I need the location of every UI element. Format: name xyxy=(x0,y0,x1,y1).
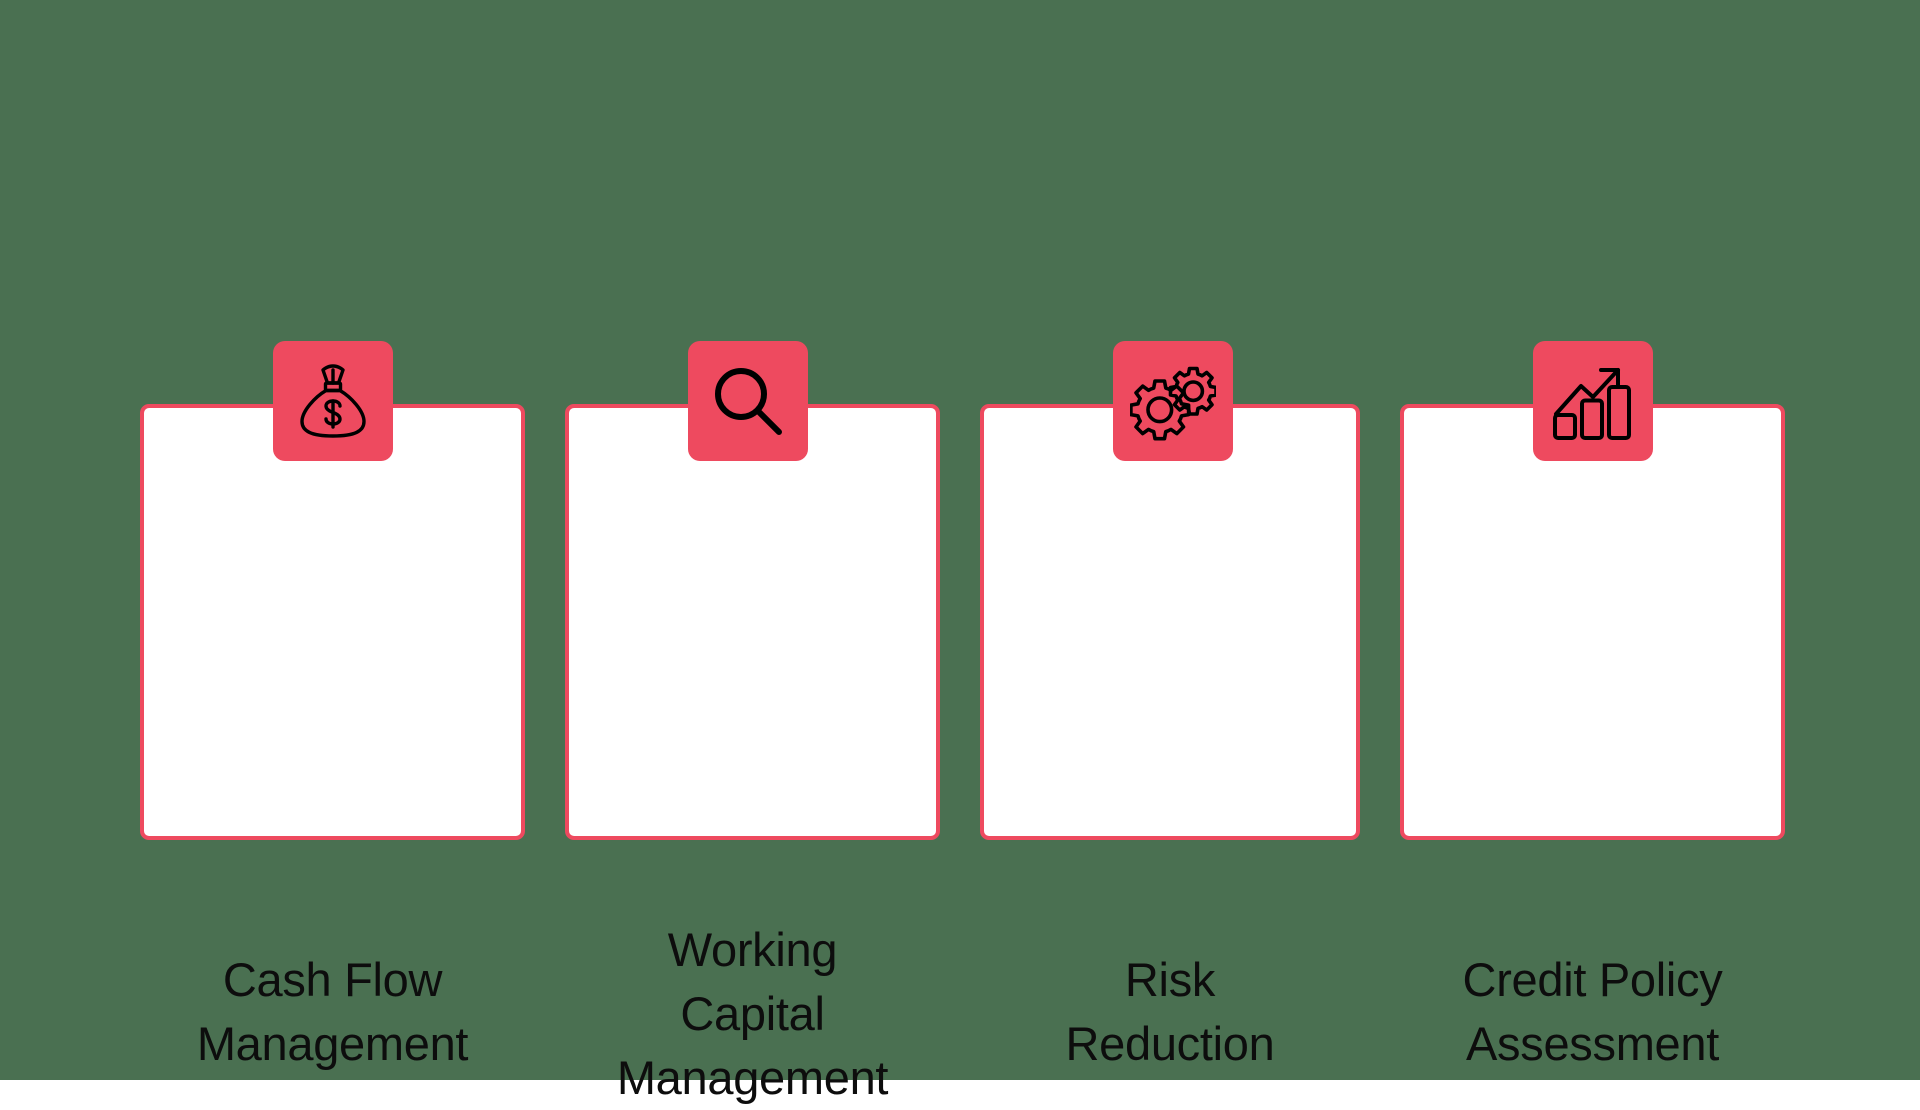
benefit-card-icon-badge[interactable] xyxy=(273,341,393,461)
benefit-card-title: Working Capital Management xyxy=(616,923,889,1104)
gears-icon xyxy=(1130,360,1216,442)
benefit-card[interactable]: Credit Policy Assessment xyxy=(1400,404,1785,1070)
magnifier-icon xyxy=(710,363,786,439)
benefit-card[interactable]: Cash Flow Management xyxy=(140,404,525,1070)
benefit-card-title: Risk Reduction xyxy=(1065,953,1275,1070)
benefit-card-title: Cash Flow Management xyxy=(196,953,469,1070)
benefit-card-title: Credit Policy Assessment xyxy=(1462,953,1723,1070)
benefit-card-row: Cash Flow Management Working Capital Man… xyxy=(140,341,1785,1104)
benefit-card-icon-badge[interactable] xyxy=(688,341,808,461)
money-bag-icon xyxy=(293,361,373,441)
benefit-card-icon-badge[interactable] xyxy=(1113,341,1233,461)
bar-chart-growth-icon xyxy=(1552,360,1634,442)
benefit-card-icon-badge[interactable] xyxy=(1533,341,1653,461)
benefit-card[interactable]: Risk Reduction xyxy=(980,404,1360,1070)
benefit-card[interactable]: Working Capital Management xyxy=(565,404,940,1104)
